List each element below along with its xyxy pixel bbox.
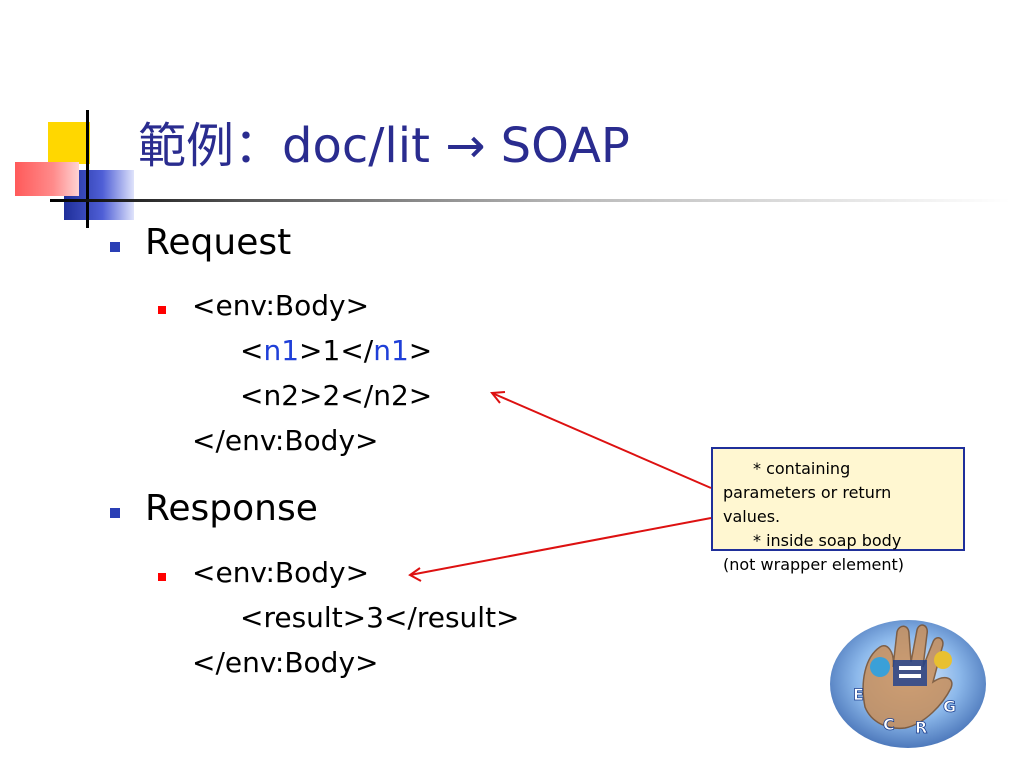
logo-letter-c: C [883,715,895,734]
annotation-note-box: * containing parameters or return values… [711,447,965,574]
request-body-close: </env:Body> [192,424,379,457]
response-body-open: <env:Body> [192,556,370,589]
note-line-1: * containing [753,459,851,478]
bullet-response [110,508,120,518]
decorative-vertical-line [86,110,89,228]
decorative-yellow-square [48,122,90,164]
response-heading: Response [145,488,318,529]
title-main: doc/lit [282,118,430,174]
response-body-close: </env:Body> [192,646,379,679]
decorative-red-bar [15,162,79,196]
request-heading: Request [145,222,292,263]
slide-title: 範例：doc/lit → SOAP [138,118,630,174]
n1-close-tag: n1 [373,334,409,367]
ecrg-logo-icon: E C R G [830,620,986,748]
n1-open-end: > [299,334,323,367]
request-body-open: <env:Body> [192,289,370,322]
decorative-corner-graphic [0,0,170,240]
title-arrow-icon: → [445,118,486,174]
logo-letter-e: E [853,685,864,704]
arrow-to-request-icon [491,392,712,489]
n1-open-tag: n1 [263,334,300,367]
title-separator: ： [234,118,283,174]
n1-value: 1 [322,334,341,367]
request-code-block: <env:Body> <n1>1</n1> <n2>2</n2> </env:B… [192,283,432,463]
n1-close-bracket: </ [340,334,374,367]
title-chinese: 範例 [138,118,235,174]
request-n2-line: <n2>2</n2> [240,379,433,412]
response-result-line: <result>3</result> [240,601,520,634]
note-line-3: values. [723,507,781,526]
response-code-block: <env:Body> <result>3</result> </env:Body… [192,550,520,685]
title-tail: SOAP [500,118,630,174]
title-underline [50,199,1010,202]
logo-letter-g: G [943,697,956,716]
request-n1-line: <n1>1</n1> [192,328,432,373]
note-line-2: parameters or return [723,483,892,502]
n1-open-bracket: < [240,334,264,367]
bullet-response-body [158,573,166,581]
note-line-5: (not wrapper element) [723,555,905,574]
note-line-4: * inside soap body [753,531,902,550]
bullet-request-body [158,306,166,314]
logo-letter-r: R [915,718,927,737]
n1-close-end: > [408,334,433,367]
arrow-head-request-icon [490,391,506,404]
bullet-request [110,242,120,252]
